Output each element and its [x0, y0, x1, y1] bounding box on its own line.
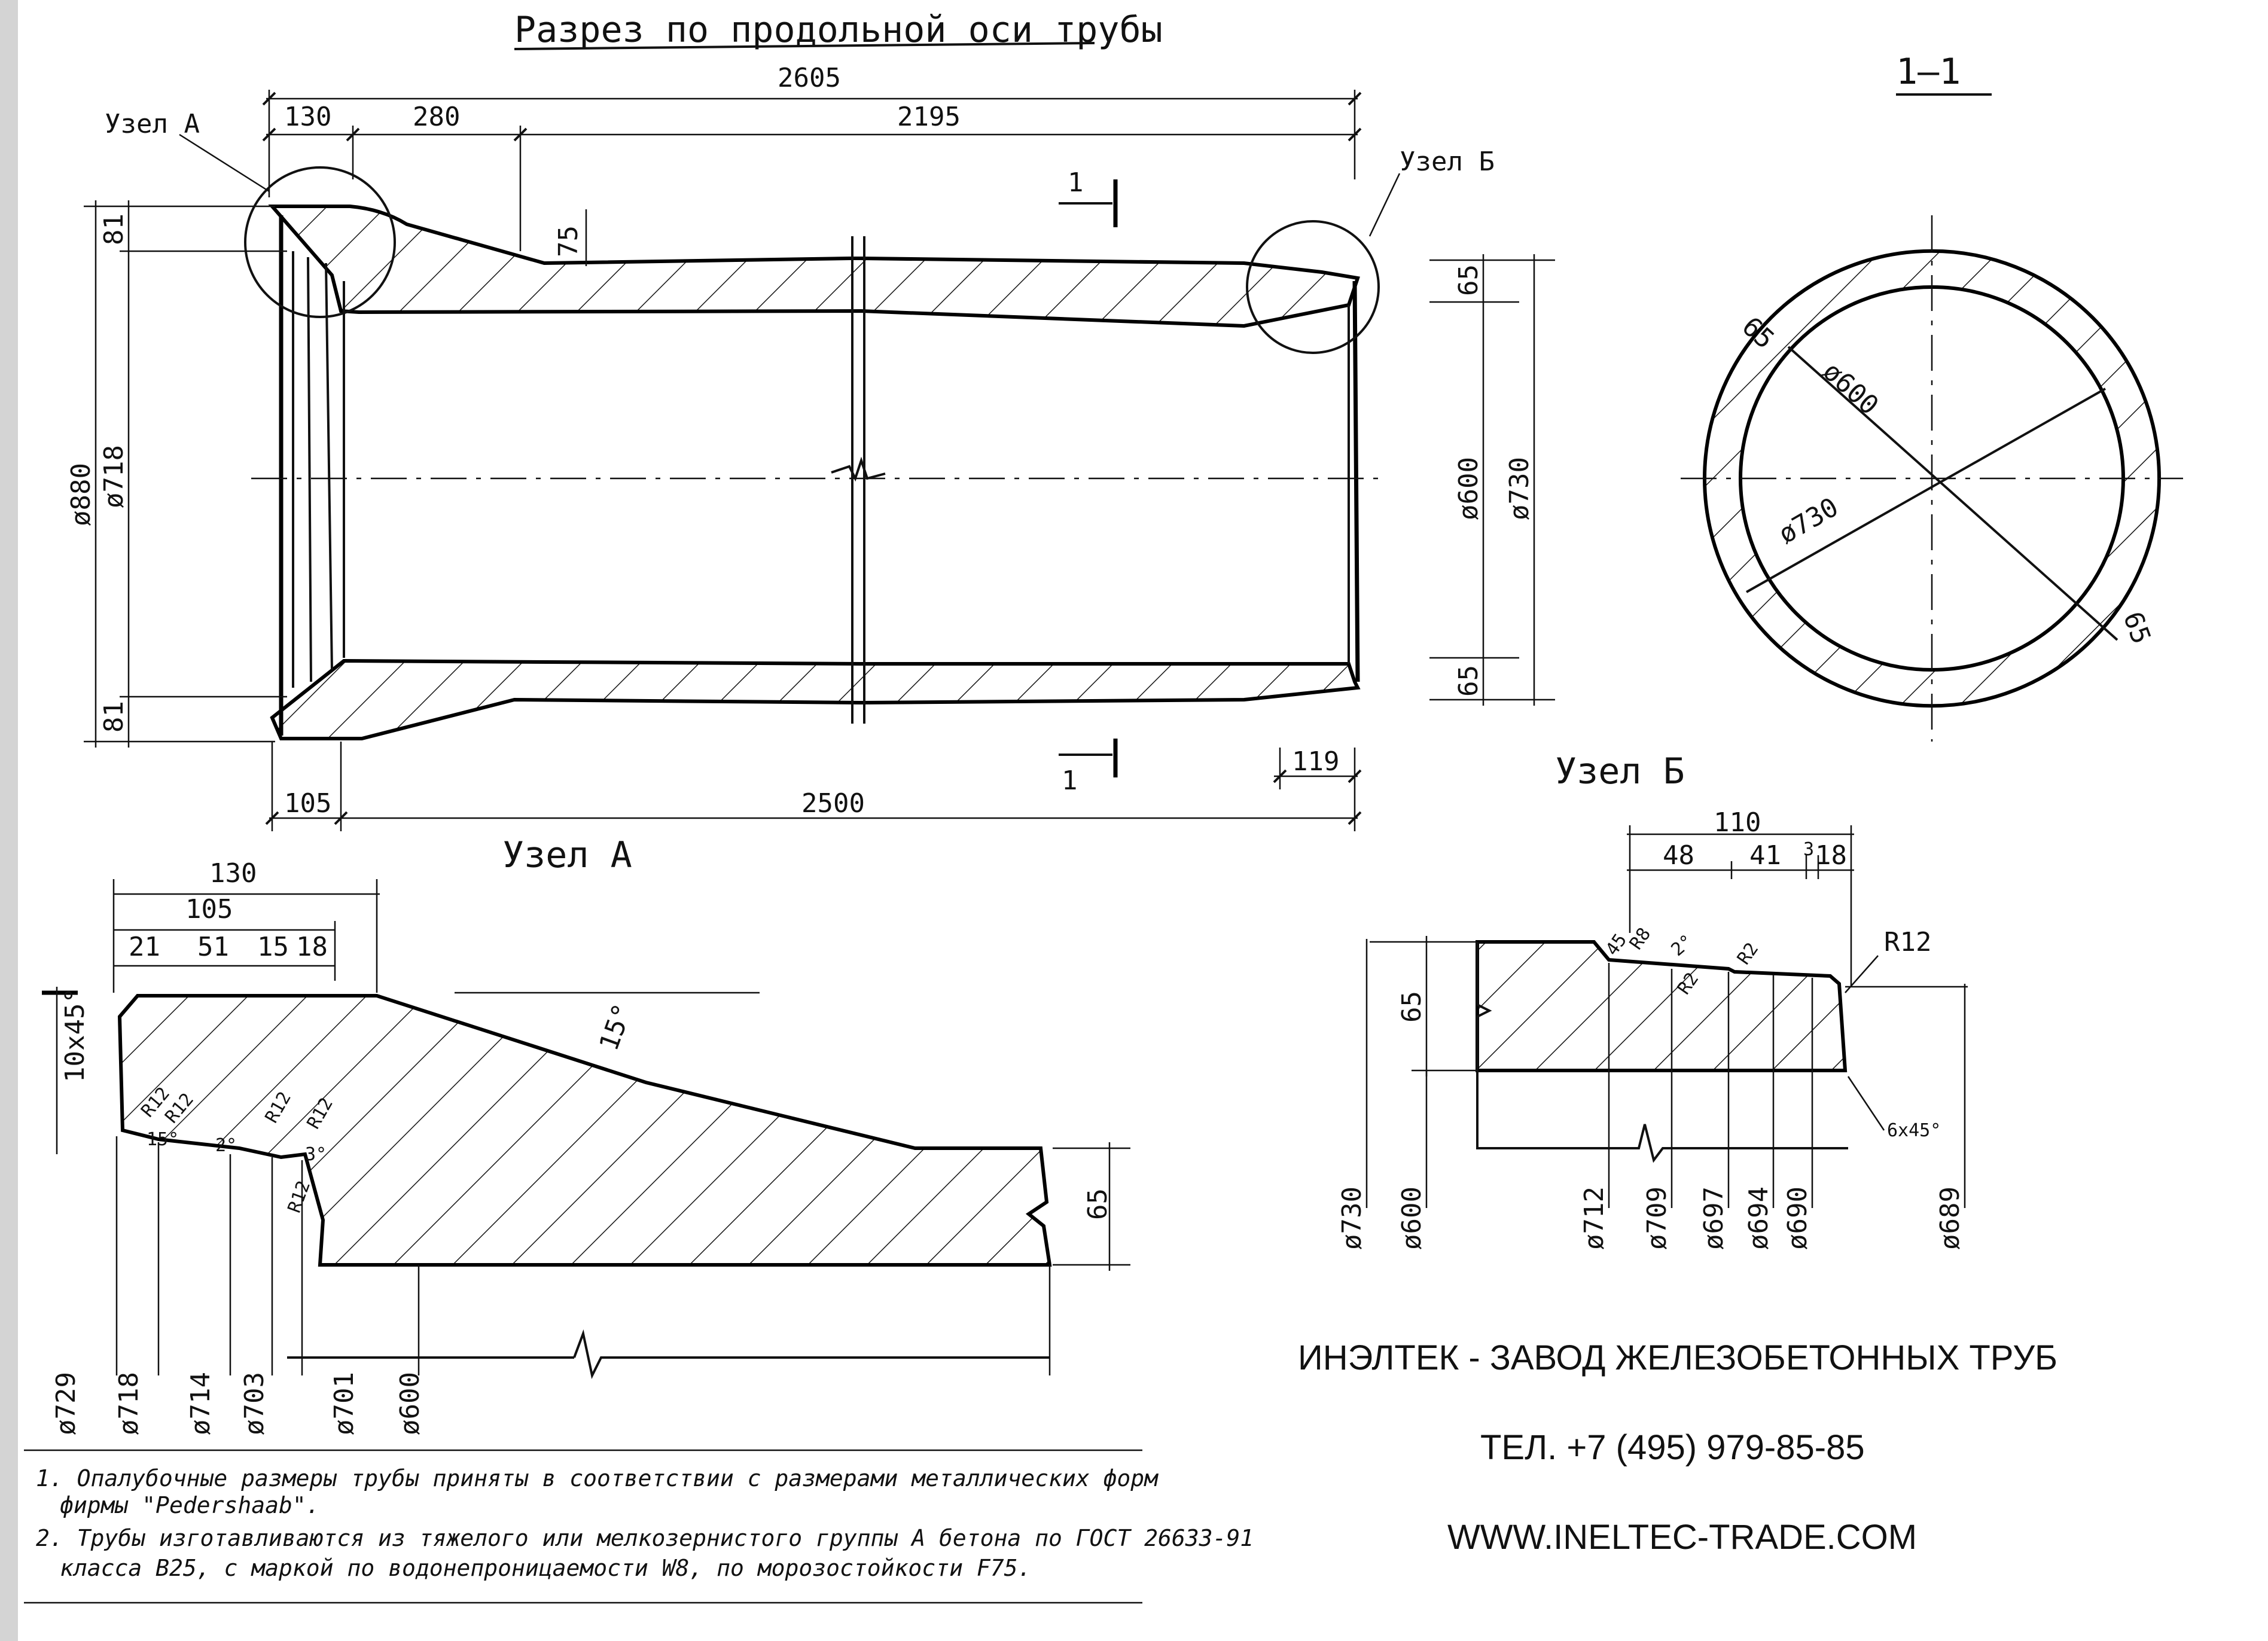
- company-name: ИНЭЛТЕК - ЗАВОД ЖЕЛЕЗОБЕТОННЫХ ТРУБ: [1298, 1338, 2057, 1377]
- dim-2195: 2195: [897, 102, 961, 132]
- node-b-dia-690: ø690: [1782, 1186, 1813, 1250]
- dim-81-bot: 81: [99, 701, 129, 733]
- node-b-angle2: 2°: [1668, 931, 1697, 960]
- node-a-d18: 18: [296, 932, 328, 962]
- note-2-line-1: 2. Трубы изготавливаются из тяжелого или…: [36, 1525, 1254, 1551]
- scan-edge: [0, 0, 18, 1641]
- main-section: Разрез по продольной оси трубы Узел А Уз…: [66, 9, 1555, 831]
- node-a-dia-718: ø718: [114, 1372, 144, 1435]
- dim-280: 280: [413, 102, 460, 132]
- node-b-dia-694: ø694: [1743, 1186, 1774, 1250]
- node-b-section: [1476, 940, 1848, 1072]
- pipe-top-wall: [268, 205, 1360, 328]
- cross-outer-d: ø730: [1773, 492, 1843, 550]
- node-a-chamfer: 10x45°: [60, 987, 90, 1082]
- node-a-d15: 15: [257, 932, 289, 962]
- node-a-angle2: 2°: [215, 1135, 237, 1156]
- node-a-angle15b: 15°: [147, 1129, 179, 1150]
- node-a-angle3: 3°: [305, 1144, 327, 1165]
- node-a-dia-701: ø701: [329, 1372, 359, 1435]
- note-1-line-2: фирмы "Pedershaab".: [60, 1492, 320, 1518]
- dim-119: 119: [1292, 746, 1339, 777]
- node-b-d48: 48: [1663, 840, 1694, 871]
- cross-wall-bot: 65: [2117, 608, 2157, 648]
- node-b-dia-600: ø600: [1397, 1186, 1427, 1250]
- node-a-dia-600: ø600: [395, 1372, 425, 1435]
- dim-130: 130: [284, 102, 331, 132]
- node-a-dia-729: ø729: [51, 1372, 81, 1435]
- section-cut-marks: 1 1: [1059, 167, 1118, 796]
- node-b-circle: [1246, 220, 1380, 354]
- cross-section: 1—1 65 ø600 ø730 65: [1681, 51, 2183, 742]
- main-node-a-label: Узел А: [105, 109, 200, 139]
- dim-2500: 2500: [801, 788, 865, 819]
- dim-730: ø730: [1504, 457, 1535, 520]
- node-a-circle: [244, 166, 396, 318]
- node-a-section: [117, 994, 1052, 1267]
- node-b-dia-730: ø730: [1337, 1186, 1367, 1250]
- cross-section-title: 1—1: [1896, 51, 1961, 93]
- dim-600: ø600: [1453, 457, 1484, 520]
- node-a-r12e: R12: [284, 1178, 315, 1216]
- spigot-end: [1352, 280, 1360, 682]
- socket-rim: [292, 251, 345, 688]
- node-b-d41: 41: [1749, 840, 1781, 871]
- node-a-dia-703: ø703: [239, 1372, 270, 1435]
- node-a-d51: 51: [197, 932, 229, 962]
- dims-bottom: 105 2500 119: [265, 742, 1362, 831]
- dim-75: 75: [553, 225, 584, 257]
- section-mark-bot: 1: [1062, 765, 1078, 796]
- node-a-angle15: 15°: [593, 1000, 638, 1055]
- dim-81-top: 81: [99, 213, 129, 245]
- node-b-r2b: R2: [1733, 939, 1763, 969]
- node-a-d21: 21: [129, 932, 160, 962]
- dims-top: 2605 130 280 2195 75: [262, 63, 1362, 266]
- node-b-d65: 65: [1397, 991, 1427, 1023]
- diam-600-line: [1787, 346, 2118, 641]
- break-zigzag: [831, 456, 886, 482]
- node-a-title: Узел А: [502, 834, 632, 876]
- node-b-dia-697: ø697: [1699, 1186, 1729, 1250]
- dims-right: 65 ø600 ø730 65: [1429, 254, 1555, 706]
- dim-2605: 2605: [778, 63, 841, 93]
- node-b-detail: Узел Б 110 48 41 3 18 45 R8 2° R2 R2 R12…: [1337, 751, 1968, 1250]
- node-a-detail: Узел А 15° 130 105 21 51 15 18 10x45° R1…: [42, 834, 1130, 1435]
- node-b-chamfer6: 6x45°: [1887, 1120, 1941, 1141]
- company-info: ИНЭЛТЕК - ЗАВОД ЖЕЛЕЗОБЕТОННЫХ ТРУБ ТЕЛ.…: [1298, 1338, 2057, 1557]
- dim-880: ø880: [66, 463, 96, 526]
- node-b-dia-689: ø689: [1935, 1186, 1965, 1250]
- diam-730-line: [1746, 388, 2106, 593]
- company-website: WWW.INELTEC-TRADE.COM: [1447, 1518, 1917, 1557]
- pipe-bottom-wall: [270, 658, 1361, 740]
- node-a-d105: 105: [185, 894, 233, 925]
- node-b-d3: 3: [1803, 839, 1814, 860]
- section-mark-top: 1: [1068, 167, 1084, 198]
- dim-718: ø718: [99, 445, 129, 508]
- node-b-d18: 18: [1815, 840, 1847, 871]
- cross-inner-d: ø600: [1817, 356, 1885, 421]
- node-b-dia-712: ø712: [1579, 1186, 1609, 1250]
- note-2-line-2: класса В25, с маркой по водонепроницаемо…: [60, 1555, 1031, 1581]
- break-line: [851, 236, 865, 724]
- note-1-line-1: 1. Опалубочные размеры трубы приняты в с…: [36, 1465, 1159, 1491]
- dim-105: 105: [284, 788, 331, 819]
- dims-left: 81 ø718 ø880 81: [66, 200, 287, 748]
- node-a-d65: 65: [1083, 1188, 1113, 1220]
- node-b-r12: R12: [1884, 927, 1931, 957]
- company-phone: ТЕЛ. +7 (495) 979-85-85: [1480, 1428, 1865, 1467]
- node-a-dia-714: ø714: [185, 1372, 216, 1435]
- node-b-d110: 110: [1714, 807, 1761, 838]
- notes: 1. Опалубочные размеры трубы приняты в с…: [24, 1449, 1254, 1604]
- dim-65-bot: 65: [1453, 665, 1484, 697]
- dim-65-top: 65: [1453, 264, 1484, 296]
- main-node-b-label: Узел Б: [1400, 147, 1495, 177]
- node-b-title: Узел Б: [1555, 751, 1685, 792]
- node-b-dia-709: ø709: [1642, 1186, 1672, 1250]
- node-a-d130: 130: [209, 858, 257, 889]
